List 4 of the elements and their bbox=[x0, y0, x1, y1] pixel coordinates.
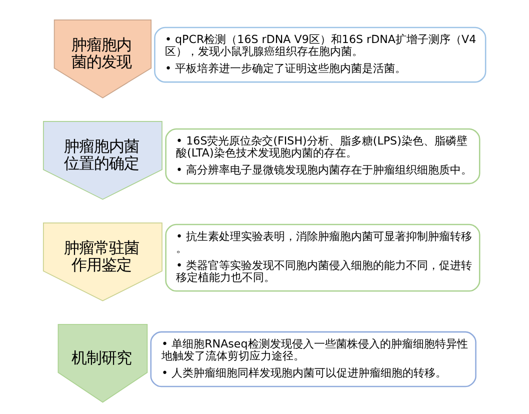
node-box: • 16S荧光原位杂交(FISH)分析、脂多糖(LPS)染色、脂磷壁酸(LTA)染色技术发现胞内菌的存在。 • 高分辨率电子显微镜发现胞内菌存在于肿瘤组织细胞质中。 bbox=[165, 128, 480, 184]
node-box: • 单细胞RNAseq检测发现侵入一些菌株侵入的肿瘤细胞特异性地触发了流体剪切应力途径。 • 人类肿瘤细胞同样发现胞内菌可以促进肿瘤细胞的转移。 bbox=[150, 331, 476, 388]
node-box: • 抗生素处理实验表明，消除肿瘤胞内菌可显著抑制肿瘤转移。 • 类器官等实验发现不同胞内菌侵入细胞的能力不同，促进转移定植能力也不同。 bbox=[165, 224, 480, 292]
node-box: • qPCR检测（16S rDNA V9区）和16S rDNA扩增子测序（V4区），发现小鼠乳腺癌组织存在胞内菌。 • 平板培养进一步确定了证明这些胞内菌是活菌。 bbox=[154, 26, 486, 83]
